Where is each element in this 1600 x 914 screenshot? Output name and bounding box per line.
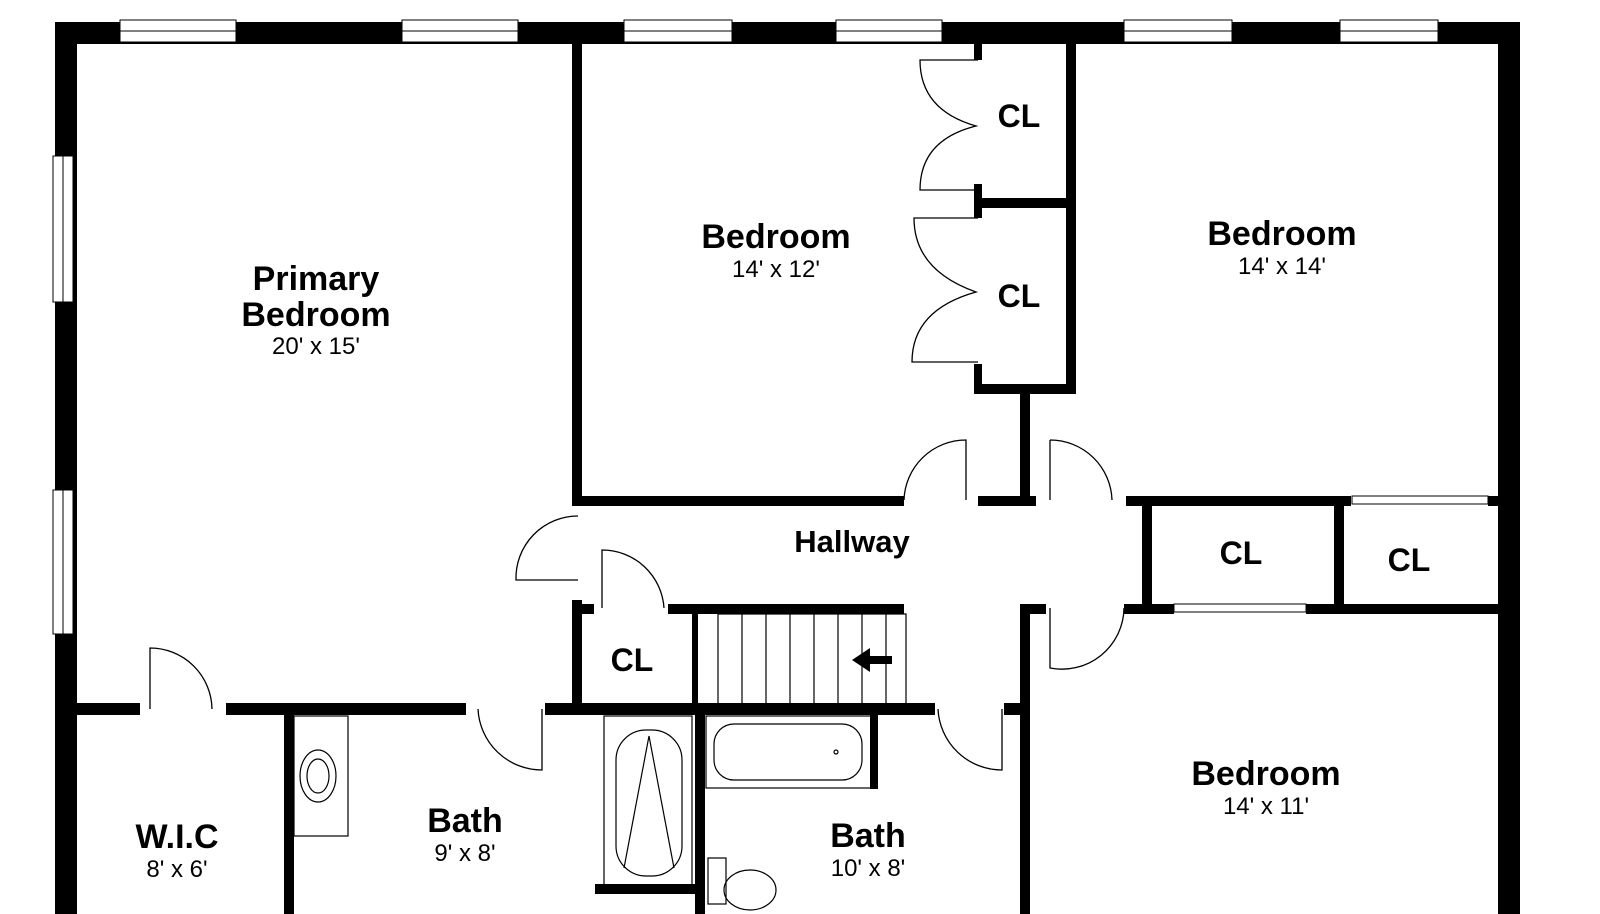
stair-arrow-icon xyxy=(852,648,892,672)
room-size: 14' x 14' xyxy=(1238,252,1326,280)
wall-bedroom-lower-top-b xyxy=(1124,604,1136,614)
windows xyxy=(52,19,1489,635)
wall-bedroom-mid-bottom xyxy=(572,496,904,506)
sliding-door xyxy=(1173,603,1307,613)
room-name: W.I.C xyxy=(135,818,219,856)
toilet xyxy=(707,857,727,905)
wall-hall-cl-top-b xyxy=(668,604,904,614)
room-size: 9' x 8' xyxy=(434,839,496,867)
wall-cl-left-c xyxy=(974,364,982,394)
wall-hall-left xyxy=(572,600,582,712)
wall-bath-split xyxy=(695,703,705,914)
room-label-cl-2: CL xyxy=(997,278,1041,314)
wall-bath-low xyxy=(595,884,705,894)
room-name: CL xyxy=(997,98,1041,134)
room-label-hallway: Hallway xyxy=(794,524,910,559)
door-swing xyxy=(1049,607,1125,670)
wall-bath-top-b xyxy=(1004,703,1024,715)
room-label-bedroom-mid: Bedroom 14' x 12' xyxy=(701,218,851,283)
vanity xyxy=(293,715,349,837)
room-label-cl-4: CL xyxy=(1387,542,1431,578)
door-swing xyxy=(477,708,543,771)
room-label-primary-bedroom: Primary Bedroom 20' x 15' xyxy=(241,260,391,361)
room-size: 14' x 12' xyxy=(732,255,820,283)
bifold-door xyxy=(911,217,979,363)
room-name: Bedroom xyxy=(701,218,851,256)
door-swing xyxy=(903,439,967,501)
door-swing xyxy=(1049,439,1113,501)
wall-bedroom-lower-left xyxy=(1020,604,1030,914)
room-name: Bedroom xyxy=(1207,215,1357,253)
wall-cl-bottom xyxy=(978,384,1076,394)
wall-cl-right xyxy=(1066,44,1076,394)
room-label-cl-5: CL xyxy=(610,642,654,678)
room-size: 8' x 6' xyxy=(146,855,208,883)
room-label-bath-mid: Bath 10' x 8' xyxy=(830,817,906,882)
wall-bedroom-mid-bottom-b xyxy=(978,496,1036,506)
wall-cl-row-left xyxy=(1142,496,1152,614)
wall-cl-row-mid xyxy=(1334,496,1344,614)
room-label-bedroom-lower: Bedroom 14' x 11' xyxy=(1191,755,1341,820)
exterior-wall-right xyxy=(1498,22,1520,914)
wall-cl-left-b xyxy=(974,184,982,218)
room-label-wic: W.I.C 8' x 6' xyxy=(135,818,219,883)
bifold-door xyxy=(919,59,979,191)
door-swing xyxy=(515,515,579,581)
room-label-cl-3: CL xyxy=(1219,535,1263,571)
wall-bedroom-lower-top-a xyxy=(1020,604,1046,614)
room-name: CL xyxy=(1387,542,1431,578)
sink-icon xyxy=(299,749,337,803)
stairs xyxy=(717,613,907,705)
fixtures xyxy=(293,613,907,911)
wall-bath-top-a xyxy=(545,703,935,715)
shower xyxy=(603,715,693,889)
room-name: Bedroom xyxy=(241,295,391,334)
sliding-door xyxy=(1351,495,1489,505)
wall-primary-bottom-b xyxy=(226,703,466,715)
room-label-bedroom-right: Bedroom 14' x 14' xyxy=(1207,215,1357,280)
door-swing xyxy=(601,549,665,609)
room-label-cl-1: CL xyxy=(997,98,1041,134)
doors xyxy=(149,59,1125,771)
wall-cl-row-bottom-a xyxy=(1134,604,1174,614)
room-name: Bath xyxy=(830,817,906,855)
wall-cl-left-a xyxy=(974,44,982,60)
wall-wic-right xyxy=(284,715,294,914)
wall-stair-left xyxy=(692,604,698,708)
door-swing xyxy=(149,647,213,710)
wall-bedroom-right-bottom-b xyxy=(1488,496,1500,506)
bathtub xyxy=(705,715,873,789)
room-name: Bath xyxy=(427,802,503,840)
room-name: Bedroom xyxy=(1191,755,1341,793)
wall-cl-row-bottom-b xyxy=(1306,604,1500,614)
room-name: CL xyxy=(1219,535,1263,571)
room-size: 14' x 11' xyxy=(1222,792,1310,820)
room-name: Primary xyxy=(252,260,380,298)
room-size: 20' x 15' xyxy=(272,333,360,361)
wall-bedroom-right-bottom xyxy=(1126,496,1351,506)
room-name: Hallway xyxy=(794,524,910,559)
wall-cl-stub xyxy=(1020,394,1030,506)
room-label-bath-left: Bath 9' x 8' xyxy=(427,802,503,867)
wall-tub-edge xyxy=(870,715,878,789)
room-size: 10' x 8' xyxy=(830,854,906,882)
room-name: CL xyxy=(610,642,654,678)
wall-primary-bottom-a xyxy=(55,703,140,715)
wall-hall-cl-top-a xyxy=(572,604,594,614)
door-swing xyxy=(937,708,1003,771)
wall-cl-divider xyxy=(978,198,1076,208)
wall-primary-right xyxy=(572,44,582,506)
room-name: CL xyxy=(997,278,1041,314)
exterior-wall-top xyxy=(55,22,1520,44)
